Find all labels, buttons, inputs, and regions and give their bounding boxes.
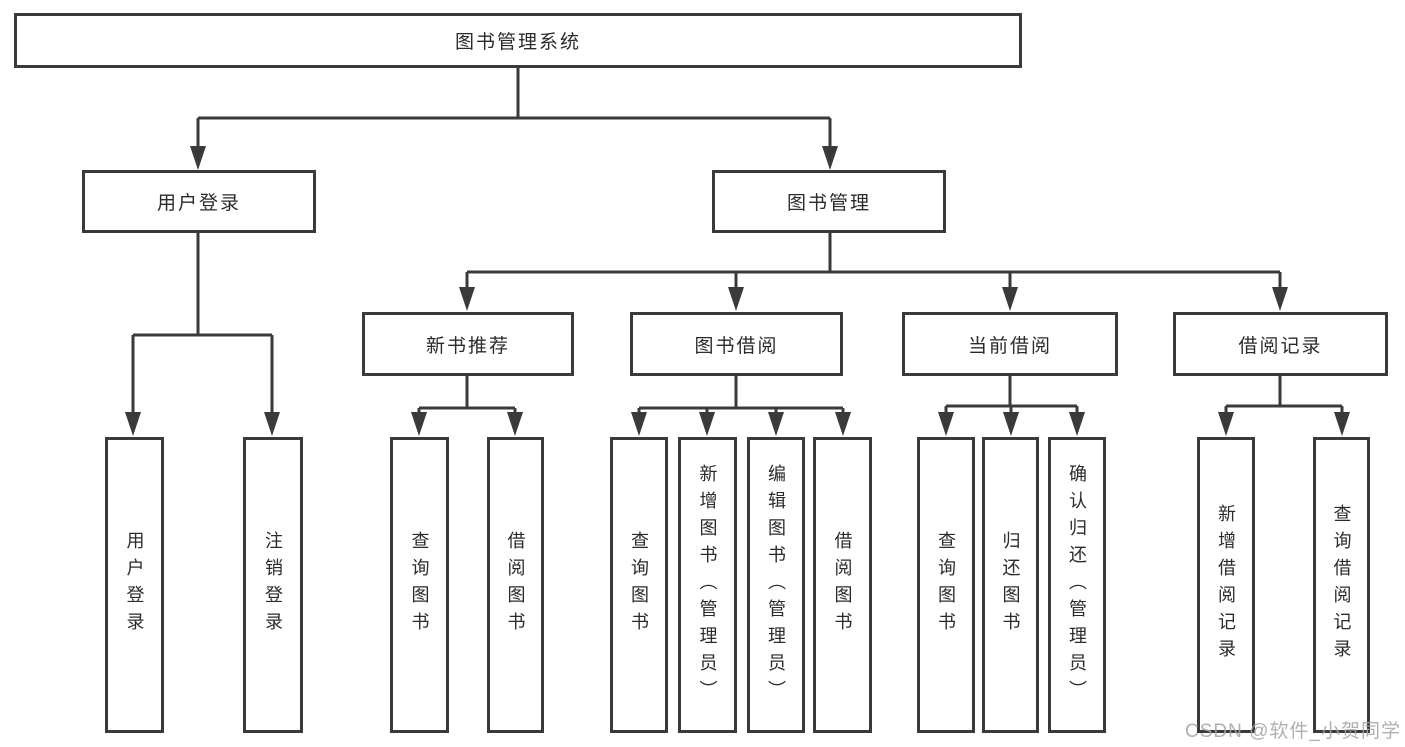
leaf-query-borrow-record: 查询借阅记录 <box>1313 437 1370 733</box>
leaf-edit-book-admin-label: 编辑图书（管理员） <box>766 463 786 707</box>
node-new-book-recommend: 新书推荐 <box>362 312 574 376</box>
node-library-management-system-label: 图书管理系统 <box>454 32 581 53</box>
leaf-return-book: 归还图书 <box>982 437 1039 733</box>
node-borrow-records: 借阅记录 <box>1173 312 1388 376</box>
node-book-borrow: 图书借阅 <box>630 312 843 376</box>
node-book-management: 图书管理 <box>712 170 946 233</box>
leaf-logout-label: 注销登录 <box>263 531 283 639</box>
leaf-add-borrow-record: 新增借阅记录 <box>1197 437 1255 733</box>
node-borrow-records-label: 借阅记录 <box>1238 335 1323 357</box>
connector-book-borrow-branch <box>631 376 851 436</box>
leaf-logout: 注销登录 <box>243 437 303 733</box>
node-current-borrow: 当前借阅 <box>902 312 1118 376</box>
connector-borrow-records-branch <box>1218 376 1350 436</box>
connector-current-borrow-branch <box>938 376 1085 436</box>
node-user-login: 用户登录 <box>82 170 316 233</box>
connector-root-to-level2 <box>190 68 838 170</box>
leaf-borrow-borrow-book: 借阅图书 <box>813 437 872 733</box>
connector-user-login-branch <box>125 233 280 436</box>
leaf-current-query-book-label: 查询图书 <box>936 531 956 639</box>
connector-book-management-branch <box>459 233 1288 311</box>
leaf-add-book-admin: 新增图书（管理员） <box>678 437 737 733</box>
node-book-borrow-label: 图书借阅 <box>694 335 779 357</box>
leaf-user-login: 用户登录 <box>105 437 164 733</box>
node-user-login-label: 用户登录 <box>156 193 241 214</box>
leaf-borrow-query-book: 查询图书 <box>610 437 668 733</box>
csdn-watermark: CSDN @软件_小贺同学 <box>1185 721 1401 742</box>
leaf-borrow-query-book-label: 查询图书 <box>629 531 649 639</box>
leaf-user-login-label: 用户登录 <box>124 531 145 639</box>
node-book-management-label: 图书管理 <box>786 193 871 214</box>
leaf-edit-book-admin: 编辑图书（管理员） <box>747 437 805 733</box>
leaf-new-book-query-book-label: 查询图书 <box>409 531 430 639</box>
node-new-book-recommend-label: 新书推荐 <box>425 335 510 357</box>
node-current-borrow-label: 当前借阅 <box>967 335 1052 357</box>
leaf-current-query-book: 查询图书 <box>917 437 975 733</box>
leaf-return-book-label: 归还图书 <box>1000 531 1021 639</box>
leaf-new-book-borrow-book-label: 借阅图书 <box>505 531 526 639</box>
leaf-confirm-return-admin: 确认归还（管理员） <box>1048 437 1106 733</box>
leaf-query-borrow-record-label: 查询借阅记录 <box>1331 504 1352 666</box>
leaf-confirm-return-admin-label: 确认归还（管理员） <box>1067 463 1087 707</box>
leaf-add-book-admin-label: 新增图书（管理员） <box>697 463 718 707</box>
connector-new-book-branch <box>411 376 523 436</box>
leaf-add-borrow-record-label: 新增借阅记录 <box>1216 504 1236 666</box>
leaf-borrow-borrow-book-label: 借阅图书 <box>832 531 853 639</box>
leaf-new-book-query-book: 查询图书 <box>390 437 449 733</box>
node-library-management-system: 图书管理系统 <box>14 13 1022 68</box>
leaf-new-book-borrow-book: 借阅图书 <box>487 437 544 733</box>
